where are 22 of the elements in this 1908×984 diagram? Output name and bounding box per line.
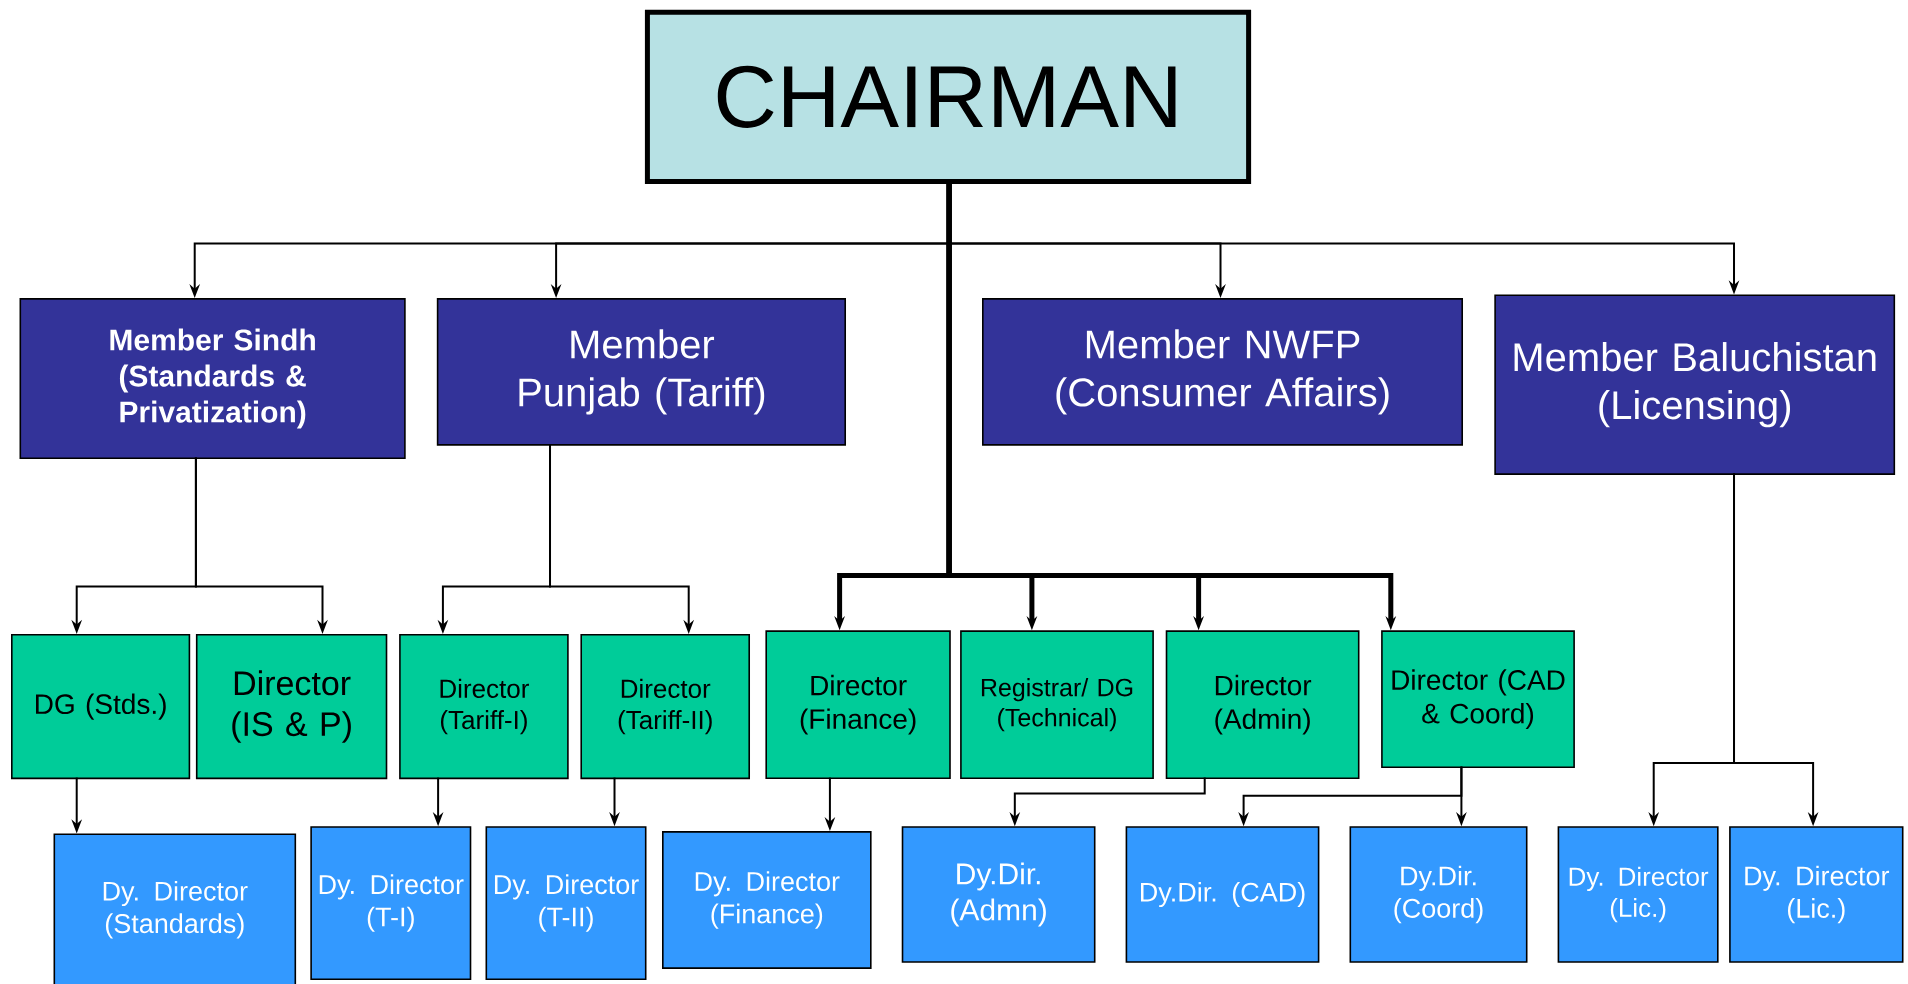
director-box: Director (Admin) xyxy=(1165,630,1360,780)
deputy-director-box: Dy. Director (Finance) xyxy=(662,831,872,969)
director-box: Registrar/ DG (Technical) xyxy=(960,630,1154,780)
member-box: Member NWFP (Consumer Affairs) xyxy=(982,298,1463,446)
deputy-director-box: Dy. Director (T-II) xyxy=(485,826,647,980)
director-box: Director (CAD & Coord) xyxy=(1381,630,1575,769)
director-box: Director (Tariff-I) xyxy=(399,634,569,780)
member-box: Member Punjab (Tariff) xyxy=(436,298,846,446)
director-box: Director (IS & P) xyxy=(195,634,388,780)
deputy-director-box: Dy. Director (Lic.) xyxy=(1557,826,1719,963)
deputy-director-box: Dy. Director (T-I) xyxy=(310,826,472,980)
chairman-box: CHAIRMAN xyxy=(644,9,1252,184)
member-box: Member Baluchistan (Licensing) xyxy=(1494,294,1896,475)
director-box: Director (Finance) xyxy=(765,630,951,780)
director-box: DG (Stds.) xyxy=(11,634,191,780)
deputy-director-box: Dy.Dir. (Admn) xyxy=(901,826,1096,963)
director-box: Director (Tariff-II) xyxy=(580,634,750,780)
deputy-director-box: Dy. Director (Lic.) xyxy=(1729,826,1904,963)
member-box: Member Sindh (Standards & Privatization) xyxy=(19,298,406,460)
deputy-director-box: Dy.Dir. (Coord) xyxy=(1349,826,1528,963)
deputy-director-box: Dy.Dir. (CAD) xyxy=(1125,826,1320,963)
deputy-director-box: Dy. Director (Standards) xyxy=(53,833,297,984)
